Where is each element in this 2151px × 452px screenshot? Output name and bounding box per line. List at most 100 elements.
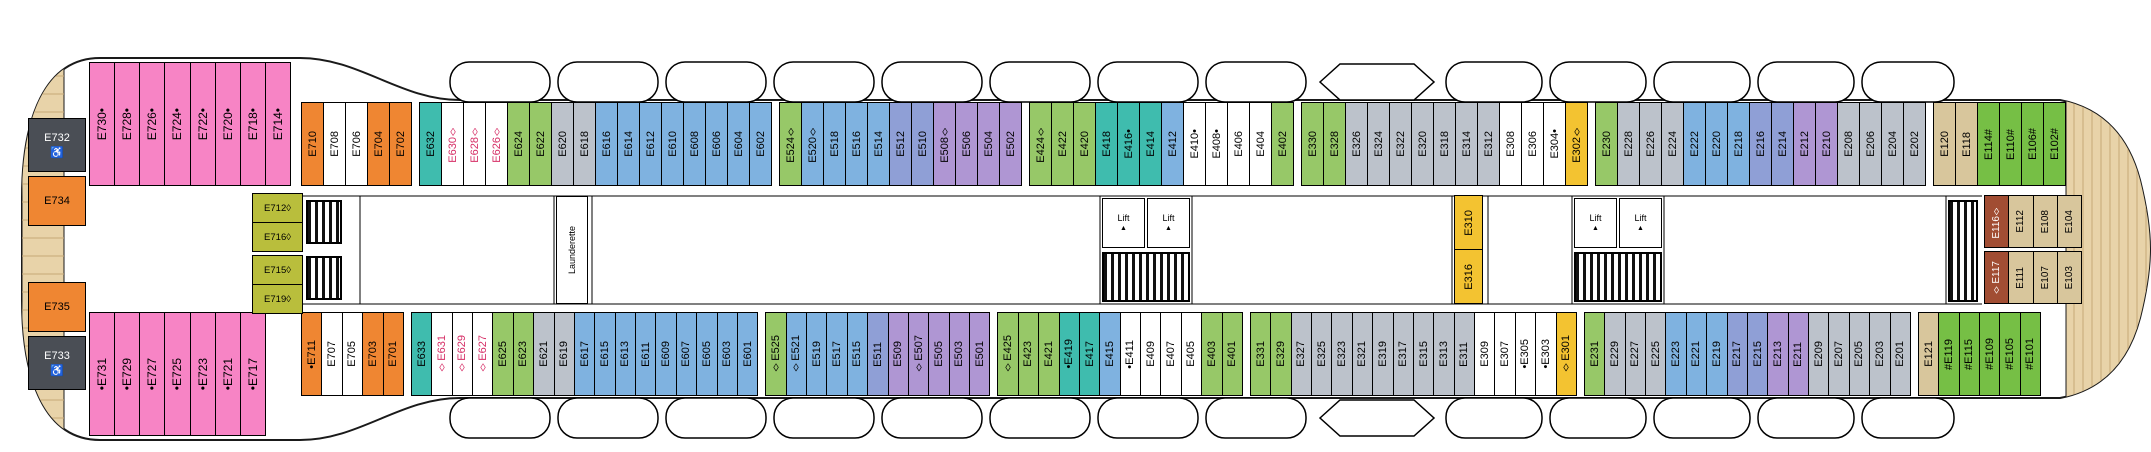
cabin-E211: E211 xyxy=(1787,312,1809,396)
cabin-E725: •E725 xyxy=(164,312,191,436)
cabin-E103: E103 xyxy=(2056,251,2082,304)
lifeboat-icon xyxy=(1549,397,1647,439)
cabin-E213: E213 xyxy=(1767,312,1789,396)
cabin-E412: E412 xyxy=(1161,102,1184,186)
cabin-E218: E218 xyxy=(1727,102,1750,186)
cabin-E203: E203 xyxy=(1869,312,1891,396)
cabin-E613: E613 xyxy=(614,312,636,396)
cabin-E327: E327 xyxy=(1290,312,1312,396)
cabin-E119: #E119 xyxy=(1938,312,1960,396)
cabin-E118: E118 xyxy=(1955,102,1978,186)
cabin-E501: E501 xyxy=(969,312,991,396)
cabin-E706: E706 xyxy=(345,102,368,186)
cabin-E518: E518 xyxy=(823,102,846,186)
cabin-E718: E718• xyxy=(239,62,266,186)
cabin-E331: E331 xyxy=(1249,312,1272,396)
cabin-E630: E630◊ xyxy=(441,102,464,186)
lifeboat-icon xyxy=(1205,61,1307,103)
lifeboat-icon xyxy=(881,61,983,103)
cabin-E608: E608 xyxy=(683,102,706,186)
cabin-E212: E212 xyxy=(1793,102,1816,186)
lifeboat-icon xyxy=(1445,397,1543,439)
cabin-E508: E508◊ xyxy=(933,102,956,186)
cabin-E512: E512 xyxy=(889,102,912,186)
cabin-E221: E221 xyxy=(1685,312,1708,396)
cabin-E618: E618 xyxy=(573,102,596,186)
cabin-E402: E402 xyxy=(1271,102,1294,186)
lifeboat-icon xyxy=(989,61,1091,103)
cabin-E731: •E731 xyxy=(89,312,116,436)
cabin-E611: E611 xyxy=(635,312,657,396)
cabin-E506: E506 xyxy=(955,102,978,186)
cabin-E714: E714• xyxy=(264,62,291,186)
cabin-E405: E405 xyxy=(1180,312,1203,396)
cabin-E116: E116◊ xyxy=(1984,195,2010,248)
cabin-E404: E404 xyxy=(1249,102,1272,186)
cabin-E612: E612 xyxy=(639,102,662,186)
cabin-E511: E511 xyxy=(867,312,889,396)
cabin-E505: E505 xyxy=(928,312,950,396)
cabin-E308: E308 xyxy=(1499,102,1522,186)
cabin-E627: ◊E627 xyxy=(472,312,494,396)
aft-inner-cabins-top: E712◊E716◊ xyxy=(252,193,303,252)
cabin-E423: E423 xyxy=(1017,312,1040,396)
cabin-E307: E307 xyxy=(1494,312,1516,396)
cabin-label: E734 xyxy=(44,195,70,207)
cabin-E724: E724• xyxy=(164,62,191,186)
cabin-E309: E309 xyxy=(1474,312,1496,396)
cabin-E207: E207 xyxy=(1828,312,1850,396)
cabin-E414: E414 xyxy=(1139,102,1162,186)
cabin-E712: E712◊ xyxy=(252,193,303,223)
cabin-E719: E719◊ xyxy=(252,284,303,314)
cabin-E623: E623 xyxy=(512,312,535,396)
cabin-E622: E622 xyxy=(529,102,552,186)
cabin-E503: E503 xyxy=(948,312,970,396)
cabin-E628: E628◊ xyxy=(463,102,486,186)
lifeboat-icon xyxy=(665,397,767,439)
cabin-E112: E112 xyxy=(2008,195,2034,248)
cabin-E301: ◊E301 xyxy=(1555,312,1577,396)
lifeboat-icon xyxy=(1861,397,1955,439)
cabin-E733: E733 ♿ xyxy=(28,336,86,390)
stairs-icon xyxy=(1102,252,1190,302)
cabin-E306: E306 xyxy=(1521,102,1544,186)
cabin-E703: E703 xyxy=(362,312,384,396)
cabin-E224: E224 xyxy=(1661,102,1684,186)
cabin-E720: E720• xyxy=(214,62,241,186)
cabin-E422: E422 xyxy=(1051,102,1074,186)
cabin-E502: E502 xyxy=(999,102,1022,186)
cabin-E605: E605 xyxy=(696,312,718,396)
cabin-E219: E219 xyxy=(1706,312,1728,396)
cabin-E107: E107 xyxy=(2032,251,2058,304)
cabin-E305: •E305 xyxy=(1514,312,1537,396)
cabin-E519: E519 xyxy=(806,312,828,396)
cabin-E424: E424◊ xyxy=(1029,102,1052,186)
lifeboat-icon xyxy=(1653,397,1751,439)
cabin-label: E732 xyxy=(44,131,70,144)
cabin-E716: E716◊ xyxy=(252,222,303,252)
cabin-E210: E210 xyxy=(1815,102,1838,186)
cabin-E515: E515 xyxy=(846,312,869,396)
cabin-E303: •E303 xyxy=(1535,312,1557,396)
cabin-E510: E510 xyxy=(911,102,934,186)
cabin-E609: E609 xyxy=(655,312,677,396)
cabin-E421: E421 xyxy=(1038,312,1060,396)
lift: Lift ▲ xyxy=(1102,198,1145,248)
stairs-icon xyxy=(1948,200,1978,302)
lifeboat-icon xyxy=(773,61,875,103)
aft-suites-top-row: E730•E728•E726•E724•E722•E720•E718•E714• xyxy=(89,62,291,186)
cabin-E415: E415 xyxy=(1099,312,1121,396)
stairs-icon xyxy=(306,256,342,300)
cabin-E711: •E711 xyxy=(301,312,323,396)
lift-arrow-icon: ▲ xyxy=(1165,225,1172,232)
lifeboat-icon xyxy=(665,61,767,103)
cabin-E617: E617 xyxy=(573,312,596,396)
cabin-E216: E216 xyxy=(1749,102,1772,186)
cabin-E231: E231 xyxy=(1583,312,1606,396)
lifeboat-icon xyxy=(1861,61,1955,103)
cabin-E326: E326 xyxy=(1345,102,1368,186)
cabin-E208: E208 xyxy=(1837,102,1860,186)
cabin-E230: E230 xyxy=(1595,102,1618,186)
